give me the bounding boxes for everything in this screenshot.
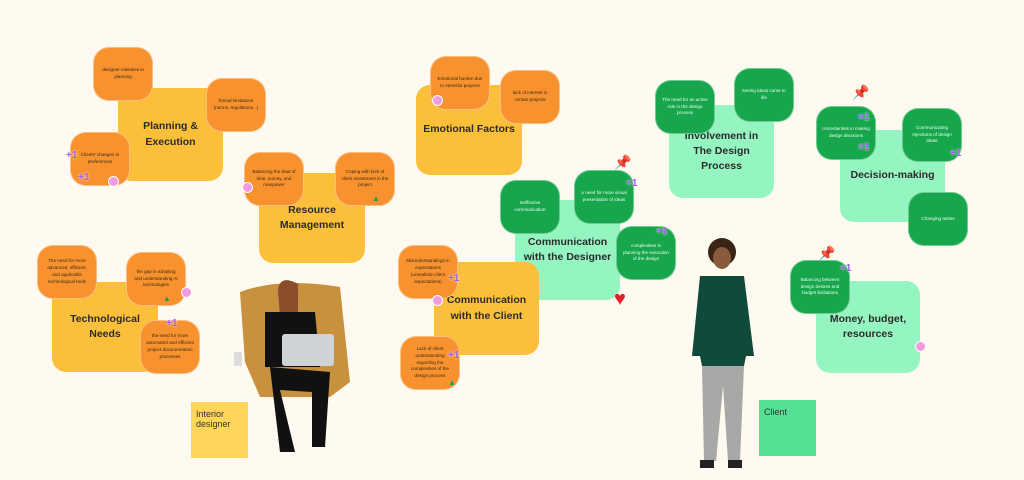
sticky-note[interactable]: Uncertainties in making design decisions: [816, 106, 876, 160]
sticky-note[interactable]: Changing tastes: [908, 192, 968, 246]
plus-one-reaction: +1: [166, 318, 178, 329]
sticky-note[interactable]: formal limitations (norms, regulations..…: [206, 78, 266, 132]
plus-one-reaction: +1: [78, 172, 90, 183]
sticky-note[interactable]: Ineffective communication: [500, 180, 560, 234]
sticky-note[interactable]: Lack of client understanding regarding t…: [400, 336, 460, 390]
pushpin-icon: 📌: [614, 154, 632, 170]
plus-one-reaction: +1: [66, 150, 78, 161]
sticker-icon: [915, 341, 926, 352]
plus-one-reaction: +1: [448, 350, 460, 361]
pushpin-icon: 📌: [818, 245, 836, 261]
sticker-icon: [108, 176, 119, 187]
thumbs-up-icon: ▲: [163, 294, 171, 303]
sticky-note[interactable]: The need for an active role in the desig…: [655, 80, 715, 134]
sticky-note[interactable]: Balancing between design desires and bud…: [790, 260, 850, 314]
pushpin-icon: 📌: [852, 84, 870, 100]
cluster-planning[interactable]: Planning & Execution: [118, 88, 223, 181]
plus-one-reaction: +1: [858, 112, 870, 123]
sticky-note[interactable]: complexities in planning the execution o…: [616, 226, 676, 280]
plus-one-reaction: +1: [626, 178, 638, 189]
sticker-icon: [432, 295, 443, 306]
sticky-note[interactable]: Coping with lack of client investment in…: [335, 152, 395, 206]
sticky-note[interactable]: a need for more visual presentation of i…: [574, 170, 634, 224]
plus-one-reaction: +1: [656, 226, 668, 237]
client-illustration: [692, 238, 754, 468]
sticker-icon: [242, 182, 253, 193]
heart-sticker-icon: ♥: [614, 288, 626, 310]
plus-one-reaction: +1: [858, 142, 870, 153]
sticky-note[interactable]: lack of interest in certain projects: [500, 70, 560, 124]
sticky-note[interactable]: Communicating rejections of design ideas: [902, 108, 962, 162]
sticky-note[interactable]: Balancing the triad of time, money, and …: [244, 152, 304, 206]
thumbs-up-icon: ▲: [448, 378, 456, 387]
plus-one-reaction: +1: [448, 273, 460, 284]
sticky-note[interactable]: Misunderstandings in expectations (unrea…: [398, 245, 458, 299]
sticky-note[interactable]: the gap in adopting and understanding AI…: [126, 252, 186, 306]
label-interior-designer[interactable]: Interior designer: [191, 402, 248, 458]
sticky-note[interactable]: designer mistakes in planning: [93, 47, 153, 101]
thumbs-up-icon: ▲: [372, 194, 380, 203]
plus-one-reaction: +1: [840, 263, 852, 274]
interior-designer-illustration: [234, 280, 350, 452]
plus-one-reaction: +1: [950, 148, 962, 159]
sticker-icon: [432, 95, 443, 106]
sticky-note[interactable]: Clients' changes in preferences: [70, 132, 130, 186]
label-client[interactable]: Client: [759, 400, 816, 456]
sticky-note[interactable]: The need for more advanced, efficient, a…: [37, 245, 97, 299]
sticker-icon: [181, 287, 192, 298]
sticky-note[interactable]: seeing ideas come to life: [734, 68, 794, 122]
sticky-note[interactable]: the need for more automated and efficien…: [140, 320, 200, 374]
